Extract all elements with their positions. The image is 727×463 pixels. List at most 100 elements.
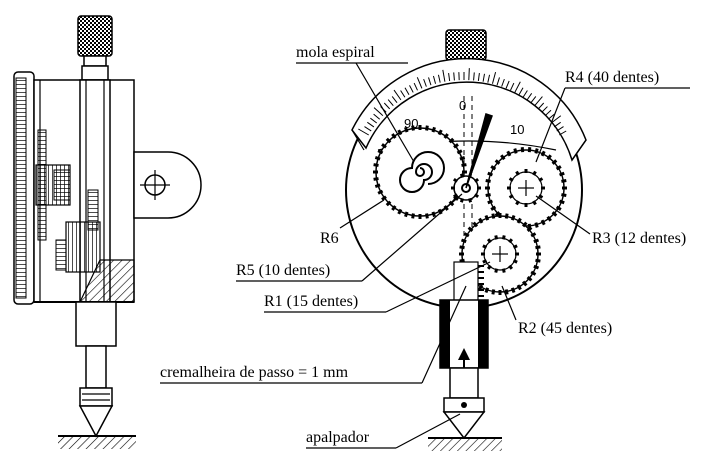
scale-tick [530, 96, 537, 104]
gear-tooth [513, 148, 518, 154]
gear-tooth [490, 205, 497, 211]
side-ground-hatch [58, 437, 136, 449]
gear-tooth [521, 221, 528, 228]
scale-tick [373, 107, 384, 117]
gear-tooth [491, 213, 496, 219]
gear-tooth [538, 177, 544, 182]
dial-scale-ticks [358, 68, 567, 136]
side-contact-point [78, 405, 114, 438]
gear-tooth [500, 154, 506, 161]
scale-tick [370, 117, 378, 124]
gear-tooth [555, 165, 562, 171]
dial-left-mark: 90 [404, 116, 418, 131]
gear-tooth [535, 245, 541, 250]
gear-tooth [485, 178, 491, 183]
gear-tooth [526, 275, 533, 282]
gear-tooth [478, 217, 484, 224]
scale-tick [559, 130, 567, 136]
scale-tick [553, 121, 561, 128]
scale-tick [505, 80, 510, 89]
gear-tooth [535, 258, 541, 263]
front-view: 0 10 90 [345, 29, 587, 451]
scale-tick [491, 72, 497, 84]
gear-tooth [459, 258, 465, 263]
scale-tick [477, 72, 480, 82]
gear-tooth [508, 177, 514, 182]
front-ground-hatch [428, 439, 502, 451]
gear-tooth [532, 170, 537, 176]
gear-tooth [534, 148, 539, 154]
gear-tooth [546, 154, 552, 161]
gear-tooth [437, 208, 443, 215]
gear-tooth [486, 264, 492, 270]
scale-tick [428, 77, 432, 86]
gear-tooth [385, 137, 392, 144]
gear-tooth [504, 213, 509, 219]
gear-tooth [452, 193, 458, 199]
gear-tooth [494, 159, 501, 165]
scale-tick [501, 78, 505, 87]
gear-tooth [551, 159, 558, 165]
label-mola-espiral: mola espiral [296, 44, 375, 61]
gear-tooth [456, 149, 463, 155]
gear-tooth [463, 232, 470, 238]
scale-tick [453, 72, 455, 81]
gear-tooth [508, 238, 514, 244]
label-r1: R1 (15 dentes) [264, 293, 358, 310]
dial-ten-label: 10 [510, 122, 524, 137]
gear-tooth [508, 194, 514, 199]
gear-tooth [474, 177, 480, 183]
gear-tooth [530, 232, 537, 238]
gear-tooth [501, 235, 506, 240]
scale-tick [413, 82, 418, 91]
label-r2: R2 (45 dentes) [518, 320, 612, 337]
label-r5: R5 (10 dentes) [236, 262, 330, 279]
gear-tooth [385, 200, 392, 207]
scale-tick [541, 106, 548, 113]
gear-tooth [540, 150, 546, 157]
gear-tooth [534, 222, 539, 228]
scale-tick [416, 77, 423, 89]
scale-tick [482, 73, 485, 82]
scale-tick [404, 87, 410, 95]
gear-tooth [453, 143, 459, 149]
gear-tooth [484, 214, 490, 221]
side-knurled-knob [77, 15, 113, 57]
gear-tooth [459, 197, 465, 203]
gear-tooth [491, 289, 496, 295]
gear-tooth [431, 211, 436, 218]
label-apalpador: apalpador [306, 429, 370, 446]
gear-tooth [373, 177, 379, 181]
gear-tooth [487, 199, 493, 205]
scale-tick [383, 102, 391, 110]
front-contact-point [442, 411, 486, 440]
gear-tooth [494, 268, 499, 273]
scale-tick [537, 102, 545, 110]
scale-tick [534, 96, 543, 107]
scale-tick [510, 82, 515, 91]
scale-tick [496, 77, 500, 86]
gear-tooth [506, 150, 512, 157]
label-r4: R4 (40 dentes) [565, 69, 659, 86]
gear-tooth [526, 226, 533, 233]
scale-tick [468, 68, 470, 81]
callouts: mola espiral R4 (40 dentes) R6 R3 (12 de… [160, 44, 690, 449]
label-cremalheira: cremalheira de passo = 1 mm [160, 364, 349, 381]
scale-tick [432, 75, 437, 84]
gear-tooth [467, 226, 474, 233]
gear-tooth [452, 177, 458, 183]
gear-tooth [532, 200, 537, 206]
gear-tooth [485, 193, 491, 198]
gear-tooth [374, 183, 381, 188]
label-r3: R3 (12 dentes) [592, 230, 686, 247]
scale-tick [437, 74, 441, 83]
scale-tick [526, 93, 533, 101]
gear-tooth [459, 156, 466, 161]
gear-tooth [437, 129, 443, 136]
scale-tick [448, 72, 451, 82]
scale-tick [423, 78, 427, 87]
gear-tooth [510, 214, 516, 221]
gear-tooth [431, 126, 436, 133]
dial-pointer [465, 113, 493, 189]
